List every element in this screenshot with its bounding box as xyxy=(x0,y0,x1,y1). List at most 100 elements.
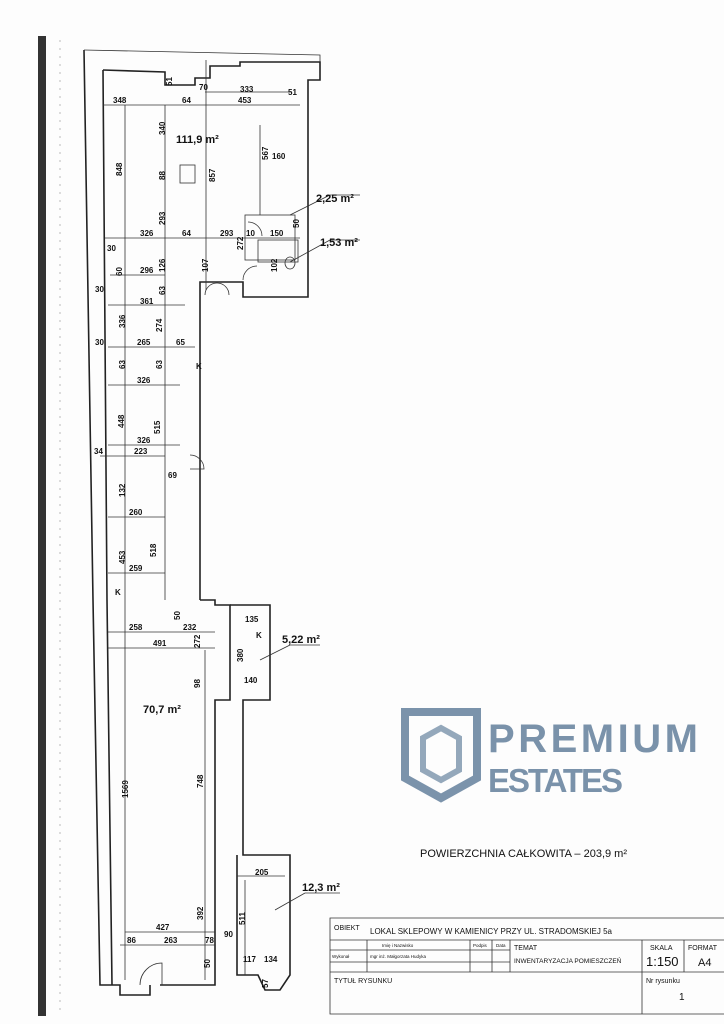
dim: 326 xyxy=(140,229,154,238)
dim: 511 xyxy=(238,912,247,925)
dim: 748 xyxy=(196,774,205,788)
obiekt-label: OBIEKT xyxy=(334,925,360,932)
dim: 30 xyxy=(95,285,104,294)
door-swing xyxy=(242,265,258,281)
dim: 34 xyxy=(94,447,103,456)
total-area: POWIERZCHNIA CAŁKOWITA – 203,9 m² xyxy=(420,848,627,860)
dim: 140 xyxy=(244,676,258,685)
dim: 107 xyxy=(201,258,210,272)
dimension-lines xyxy=(100,60,360,980)
wc-room xyxy=(257,239,299,263)
dim: 260 xyxy=(129,508,143,517)
dim: 272 xyxy=(193,634,202,648)
door-swing xyxy=(139,962,163,986)
dim: 51 xyxy=(288,88,297,97)
area-label-wc: 1,53 m² xyxy=(320,237,358,249)
door-swing xyxy=(247,221,263,237)
dim: 258 xyxy=(129,623,143,632)
dim: 63 xyxy=(118,360,127,369)
title-block: OBIEKT LOKAL SKLEPOWY W KAMIENICY PRZY U… xyxy=(329,917,724,1015)
shield-inner-icon xyxy=(420,724,462,784)
dim: 223 xyxy=(134,447,148,456)
dim: 30 xyxy=(107,244,116,253)
dim: 86 xyxy=(127,936,136,945)
data-label: Data xyxy=(496,943,506,948)
dim: 515 xyxy=(153,420,162,434)
dim: 567 xyxy=(261,146,270,160)
tytul-label: TYTUŁ RYSUNKU xyxy=(334,978,392,985)
marker-k: K xyxy=(196,362,202,371)
dim: 453 xyxy=(238,96,252,105)
dim: 50 xyxy=(292,219,301,228)
dim: 65 xyxy=(176,338,185,347)
dim: 848 xyxy=(115,162,124,176)
dim: 453 xyxy=(118,550,127,564)
dim: 64 xyxy=(182,96,191,105)
marker-k: K xyxy=(256,631,262,640)
dim: 50 xyxy=(203,959,212,968)
dim: 293 xyxy=(158,211,167,225)
imie-label: Imię i Nazwisko xyxy=(382,943,414,948)
obiekt-value: LOKAL SKLEPOWY W KAMIENICY PRZY UL. STRA… xyxy=(370,927,613,936)
dim: 272 xyxy=(236,236,245,250)
small-room xyxy=(244,214,296,261)
format-label: FORMAT xyxy=(688,945,718,952)
dim: 1569 xyxy=(121,780,130,798)
dim: 126 xyxy=(158,258,167,272)
dim: 380 xyxy=(236,648,245,662)
shield-icon xyxy=(401,708,481,803)
wykonal-label: Wykonał xyxy=(332,954,349,959)
area-label-main-room: 111,9 m² xyxy=(176,134,219,146)
dim: 361 xyxy=(140,297,154,306)
nr-value: 1 xyxy=(679,992,685,1003)
toilet-icon xyxy=(284,256,296,270)
dim: 259 xyxy=(129,564,143,573)
area-label-room-5: 70,7 m² xyxy=(143,704,181,716)
dim: 326 xyxy=(137,436,151,445)
dim: 296 xyxy=(140,266,154,275)
dim: 88 xyxy=(158,171,167,180)
area-label-room-6: 12,3 m² xyxy=(302,882,340,894)
dim: 326 xyxy=(137,376,151,385)
temat-value: INWENTARYZACJA POMIESZCZEŃ xyxy=(514,956,622,965)
dim: 491 xyxy=(153,639,167,648)
marker-k: K xyxy=(115,588,121,597)
dim: 232 xyxy=(183,623,197,632)
door-swing xyxy=(204,282,230,296)
dim: 57 xyxy=(261,979,270,988)
watermark-line2: ESTATES xyxy=(488,762,623,799)
dim: 160 xyxy=(272,152,286,161)
dim: 64 xyxy=(182,229,191,238)
dim: 69 xyxy=(168,471,177,480)
dim: 348 xyxy=(113,96,127,105)
nr-label: Nr rysunku xyxy=(646,978,680,985)
area-label-room-4: 5,22 m² xyxy=(282,634,320,646)
dim: 263 xyxy=(164,936,178,945)
dim: 518 xyxy=(149,543,158,557)
dim: 102 xyxy=(270,258,279,272)
dim: 51 xyxy=(165,77,174,86)
dim: 63 xyxy=(158,286,167,295)
dim: 117 xyxy=(243,955,256,964)
dim: 70 xyxy=(199,83,208,92)
podpis-label: Podpis xyxy=(473,943,488,948)
dim: 132 xyxy=(118,483,127,497)
dim: 60 xyxy=(115,267,124,276)
dim: 134 xyxy=(264,955,278,964)
dim: 205 xyxy=(255,868,269,877)
chimney xyxy=(179,164,196,184)
dim: 448 xyxy=(117,414,126,428)
skala-label: SKALA xyxy=(650,945,673,952)
dim: 336 xyxy=(118,314,127,328)
dim: 427 xyxy=(156,923,170,932)
scan-edge xyxy=(38,36,46,1016)
dim: 274 xyxy=(155,318,164,332)
dim: 10 xyxy=(246,229,255,238)
dim: 30 xyxy=(95,338,104,347)
dim: 98 xyxy=(193,679,202,688)
dim: 340 xyxy=(158,121,167,135)
dim: 392 xyxy=(196,906,205,920)
dim: 90 xyxy=(224,930,233,939)
